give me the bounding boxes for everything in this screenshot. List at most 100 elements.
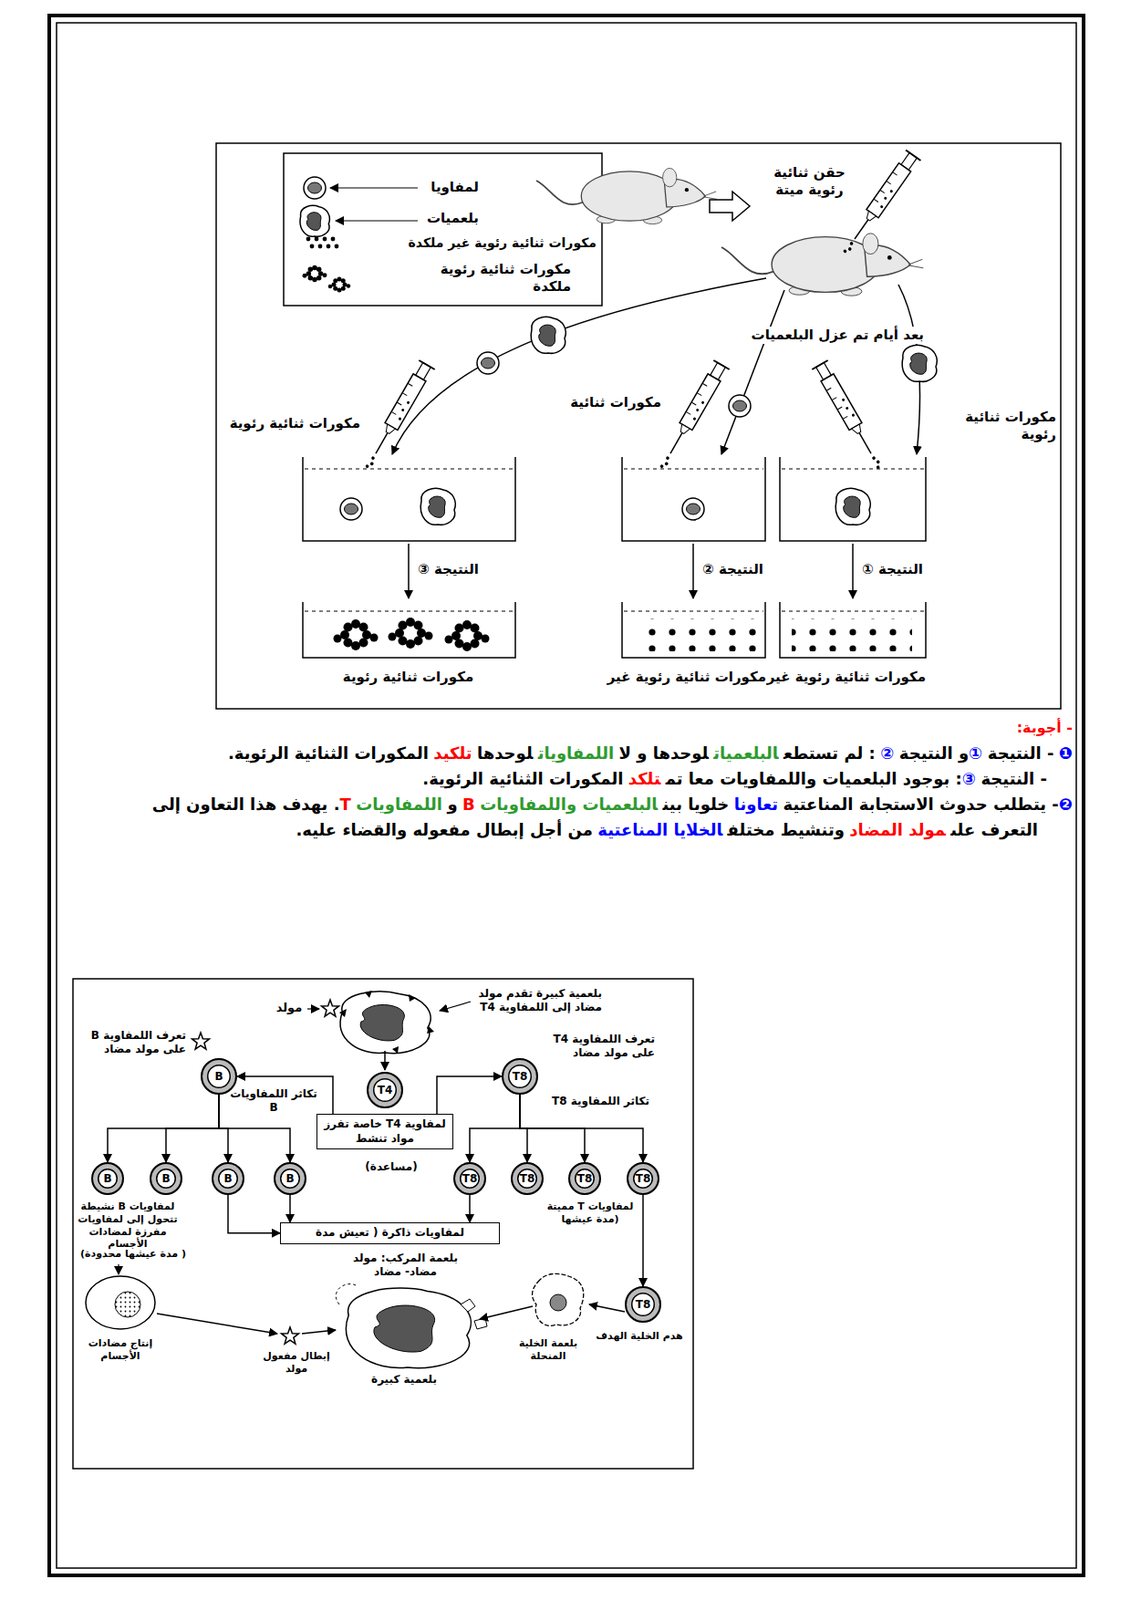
experiment-figure <box>709 191 750 221</box>
legend-text: مكورات ثنائية رئوية غير ملكدة <box>355 235 597 252</box>
answer-text: - يتطلب حدوث الاستجابة المناعتية <box>782 794 1059 814</box>
connector-arrow <box>166 1094 219 1163</box>
experiment-figure <box>536 167 717 224</box>
cell-circle: B <box>273 1162 307 1195</box>
cell-circle: B <box>200 1058 238 1095</box>
answer-text: ❶ <box>1058 743 1073 763</box>
immune-response-diagram <box>114 1291 141 1318</box>
cell-circle: T8 <box>624 1286 662 1323</box>
experiment-figure <box>331 237 336 242</box>
answer-text: اللمفاويات <box>355 794 443 814</box>
experiment-figure <box>359 360 436 473</box>
experiment-figure <box>622 601 766 658</box>
answer-text: ② <box>880 743 894 763</box>
experiment-figure <box>638 618 759 652</box>
answer-text: . يهدف هذا التعاون إلى <box>152 794 341 814</box>
node-text: B <box>214 1069 223 1083</box>
experiment-figure <box>728 394 751 417</box>
experiment-figure <box>721 233 924 296</box>
node-text: T8 <box>635 1297 652 1311</box>
experiment-figure <box>334 244 340 250</box>
node-text: B <box>285 1172 294 1185</box>
experiment-figure <box>302 456 516 541</box>
connector-arrow <box>642 1194 644 1287</box>
experiment-figure <box>851 543 854 599</box>
answer-text: المكورات الثنائية الرئوية. <box>422 768 623 789</box>
cell-circle: T8 <box>510 1162 544 1195</box>
experiment-figure <box>408 543 853 599</box>
cell-circle: T8 <box>568 1162 602 1195</box>
figure-label: بلعمة الخلية المنحلة <box>507 1337 590 1363</box>
figure-label: إنتاج مضادات الأجسام <box>78 1337 163 1363</box>
immune-response-diagram <box>345 1287 471 1369</box>
experiment-figure <box>682 498 705 520</box>
experiment-figure <box>388 617 434 649</box>
answer-text: ① <box>968 743 983 763</box>
cell-circle: B <box>149 1162 183 1195</box>
figure-label: النتيجة ③ <box>417 560 509 579</box>
answer-text: خلويا بين <box>662 794 729 814</box>
figure-label: مكورات ثنائية رئوية <box>928 408 1057 444</box>
connector-arrow <box>436 1076 502 1114</box>
answer-paragraph: ❶- النتيجة①و النتيجة②: لم تستطعالبلعميات… <box>80 740 1073 767</box>
figure-label: بلعمة المركب: مولد مضاد- مضاد <box>348 1251 463 1279</box>
experiment-figure <box>340 498 363 520</box>
figure-label: النتيجة ② <box>702 560 794 579</box>
cell-circle: B <box>211 1162 245 1195</box>
figure-label: (مساعدة) <box>362 1160 421 1174</box>
figure-label: تعرف اللمفاوية B على مولد مضاد <box>81 1028 187 1057</box>
answer-text: تلكيد <box>433 743 472 763</box>
immune-response-diagram <box>339 990 435 1054</box>
experiment-figure <box>392 278 767 455</box>
experiment-figure <box>333 619 379 651</box>
immune-response-diagram <box>426 1026 435 1034</box>
experiment-figure <box>283 153 602 306</box>
process-box: لمفاوية T4 خاصة تفرز مواد تنشط <box>316 1113 454 1150</box>
figure-label: حقن ثنائية رئوية ميتة <box>766 164 853 199</box>
answer-paragraph: ❷- يتطلب حدوث الاستجابة المناعتيةتعاوناخ… <box>80 791 1073 818</box>
immune-response-diagram <box>340 991 431 1054</box>
experiment-figure <box>304 468 514 470</box>
answer-text: البلعميات <box>713 743 779 763</box>
immune-response-diagram <box>439 1001 471 1011</box>
answer-text: مولد المضاد <box>849 819 946 840</box>
experiment-figure <box>310 244 315 250</box>
answer-paragraph: - النتيجة③: بوجود البلعميات واللمفاويات … <box>80 766 1073 792</box>
node-text: T8 <box>577 1172 593 1185</box>
experiment-figure <box>314 237 320 242</box>
page-frame <box>49 15 1084 1576</box>
figure-label: مكورات ثنائية رئوية <box>205 415 361 433</box>
figure-label: لمفاويات T مميتة (مدة عيشها <box>545 1200 635 1226</box>
answer-text: من أجل إبطال مفعوله والقضاء عليه. <box>295 819 592 840</box>
connector-arrow <box>468 1194 471 1223</box>
immune-response-diagram <box>335 1284 358 1305</box>
experiment-figure <box>318 244 323 250</box>
experiment-figure <box>322 237 328 242</box>
experiment-figure <box>781 611 924 613</box>
figure-label: مولد <box>269 1000 309 1016</box>
experiment-figure <box>306 237 340 250</box>
answer-text: B <box>462 794 476 814</box>
answer-text: و <box>446 794 457 814</box>
experiment-figure <box>653 360 730 473</box>
experiment-figure <box>779 601 926 658</box>
experiment-figure <box>902 345 937 383</box>
node-text: T8 <box>635 1172 652 1185</box>
experiment-figure <box>811 360 888 473</box>
answer-block: - أجوبة:❶- النتيجة①و النتيجة②: لم تستطعا… <box>80 715 1073 843</box>
legend-text: لمفاويا <box>364 178 479 197</box>
node-text: لمفاوية T4 خاصة تفرز مواد تنشط <box>321 1117 448 1146</box>
answer-text: وتنشيط مختلف <box>727 819 845 840</box>
experiment-figure <box>302 265 328 283</box>
figure-label: مكورات ثنائية <box>547 394 662 412</box>
answer-text: : لم تستطع <box>783 743 876 763</box>
connector-arrow <box>289 1194 291 1223</box>
answer-text: المكورات الثنائية الرئوية. <box>228 743 429 763</box>
immune-response-diagram <box>72 978 694 1469</box>
cell-circle: T4 <box>366 1071 404 1109</box>
answer-text: اللمفاويات <box>538 743 615 763</box>
experiment-figure <box>335 219 418 221</box>
figure-label: ( مدة عيشها محدودة) <box>78 1247 188 1261</box>
figure-label: مكورات ثنائية رئوية <box>310 668 507 686</box>
cell-circle: B <box>91 1162 125 1195</box>
